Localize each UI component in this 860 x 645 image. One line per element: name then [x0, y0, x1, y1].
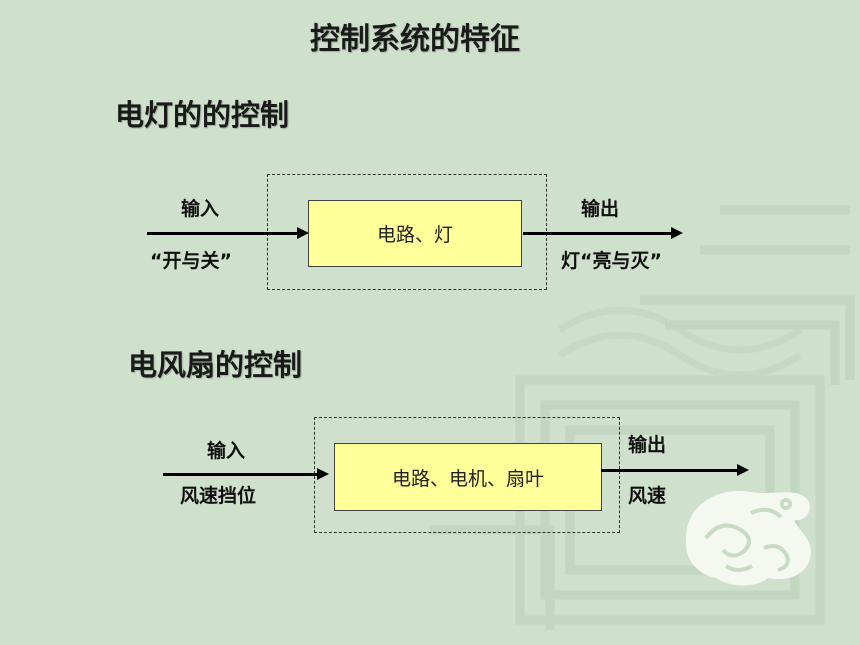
- section-heading-lamp: 电灯的的控制: [115, 98, 290, 132]
- input-value-lamp: “开与关”: [150, 250, 232, 272]
- output-label-lamp: 输出: [581, 198, 620, 220]
- process-box-fan: 电路、电机、扇叶: [334, 443, 602, 511]
- output-value-lamp: 灯“亮与灭”: [561, 250, 662, 272]
- input-value-fan: 风速挡位: [180, 485, 257, 507]
- input-arrow-lamp: [147, 227, 309, 239]
- input-arrow-fan: [163, 468, 329, 480]
- output-arrow-lamp: [523, 227, 683, 239]
- dragon-emblem-icon: [685, 490, 811, 586]
- input-label-fan: 输入: [207, 440, 246, 462]
- process-box-lamp: 电路、灯: [308, 200, 522, 267]
- page-title: 控制系统的特征: [310, 22, 520, 57]
- input-label-lamp: 输入: [181, 198, 220, 220]
- section-heading-fan: 电风扇的控制: [128, 348, 303, 382]
- output-arrow-fan: [601, 464, 749, 476]
- output-value-fan: 风速: [628, 485, 667, 507]
- output-label-fan: 输出: [628, 434, 667, 456]
